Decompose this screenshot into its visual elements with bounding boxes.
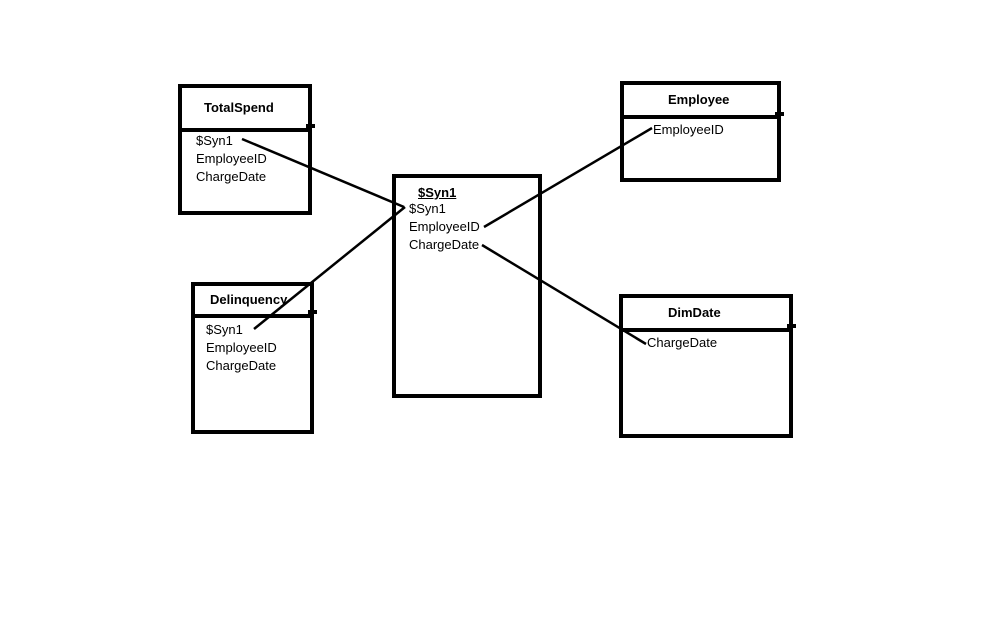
field-syn1: $Syn1 — [206, 322, 243, 337]
table-title: $Syn1 — [418, 185, 457, 200]
table-dimdate: DimDate — [619, 294, 793, 438]
table-syn1 — [392, 174, 542, 398]
table-title: Employee — [668, 92, 730, 108]
field-employeeid: EmployeeID — [206, 340, 277, 355]
table-employee: Employee — [620, 81, 781, 182]
field-employeeid: EmployeeID — [196, 151, 267, 166]
field-chargedate: ChargeDate — [647, 335, 718, 350]
field-employeeid: EmployeeID — [653, 122, 724, 137]
table-header: Delinquency — [195, 286, 310, 318]
table-title: Delinquency — [210, 292, 288, 308]
relationship-line-totalspend-syn1 — [241, 137, 405, 209]
table-delinquency: Delinquency — [191, 282, 314, 434]
field-syn1: $Syn1 — [409, 201, 446, 216]
field-syn1: $Syn1 — [196, 133, 233, 148]
relationship-line-delinquency-syn1 — [253, 206, 406, 330]
table-header: Employee — [624, 85, 777, 119]
table-totalspend: TotalSpend — [178, 84, 312, 215]
table-title: DimDate — [668, 305, 721, 321]
table-title: TotalSpend — [204, 100, 274, 116]
relationship-line-syn1-dimdate — [481, 243, 647, 346]
field-list: ChargeDate — [647, 334, 717, 352]
table-header: DimDate — [623, 298, 789, 332]
field-list: $Syn1 EmployeeID ChargeDate — [196, 132, 267, 186]
field-list: $Syn1 EmployeeID ChargeDate — [206, 321, 277, 375]
field-chargedate: ChargeDate — [196, 169, 267, 184]
table-header: TotalSpend — [182, 88, 308, 132]
field-employeeid: EmployeeID — [409, 219, 480, 234]
relationship-line-syn1-employee — [483, 126, 653, 229]
field-chargedate: ChargeDate — [409, 237, 480, 252]
field-list: EmployeeID — [653, 121, 724, 139]
field-chargedate: ChargeDate — [206, 358, 277, 373]
field-list: $Syn1 EmployeeID ChargeDate — [409, 200, 480, 254]
